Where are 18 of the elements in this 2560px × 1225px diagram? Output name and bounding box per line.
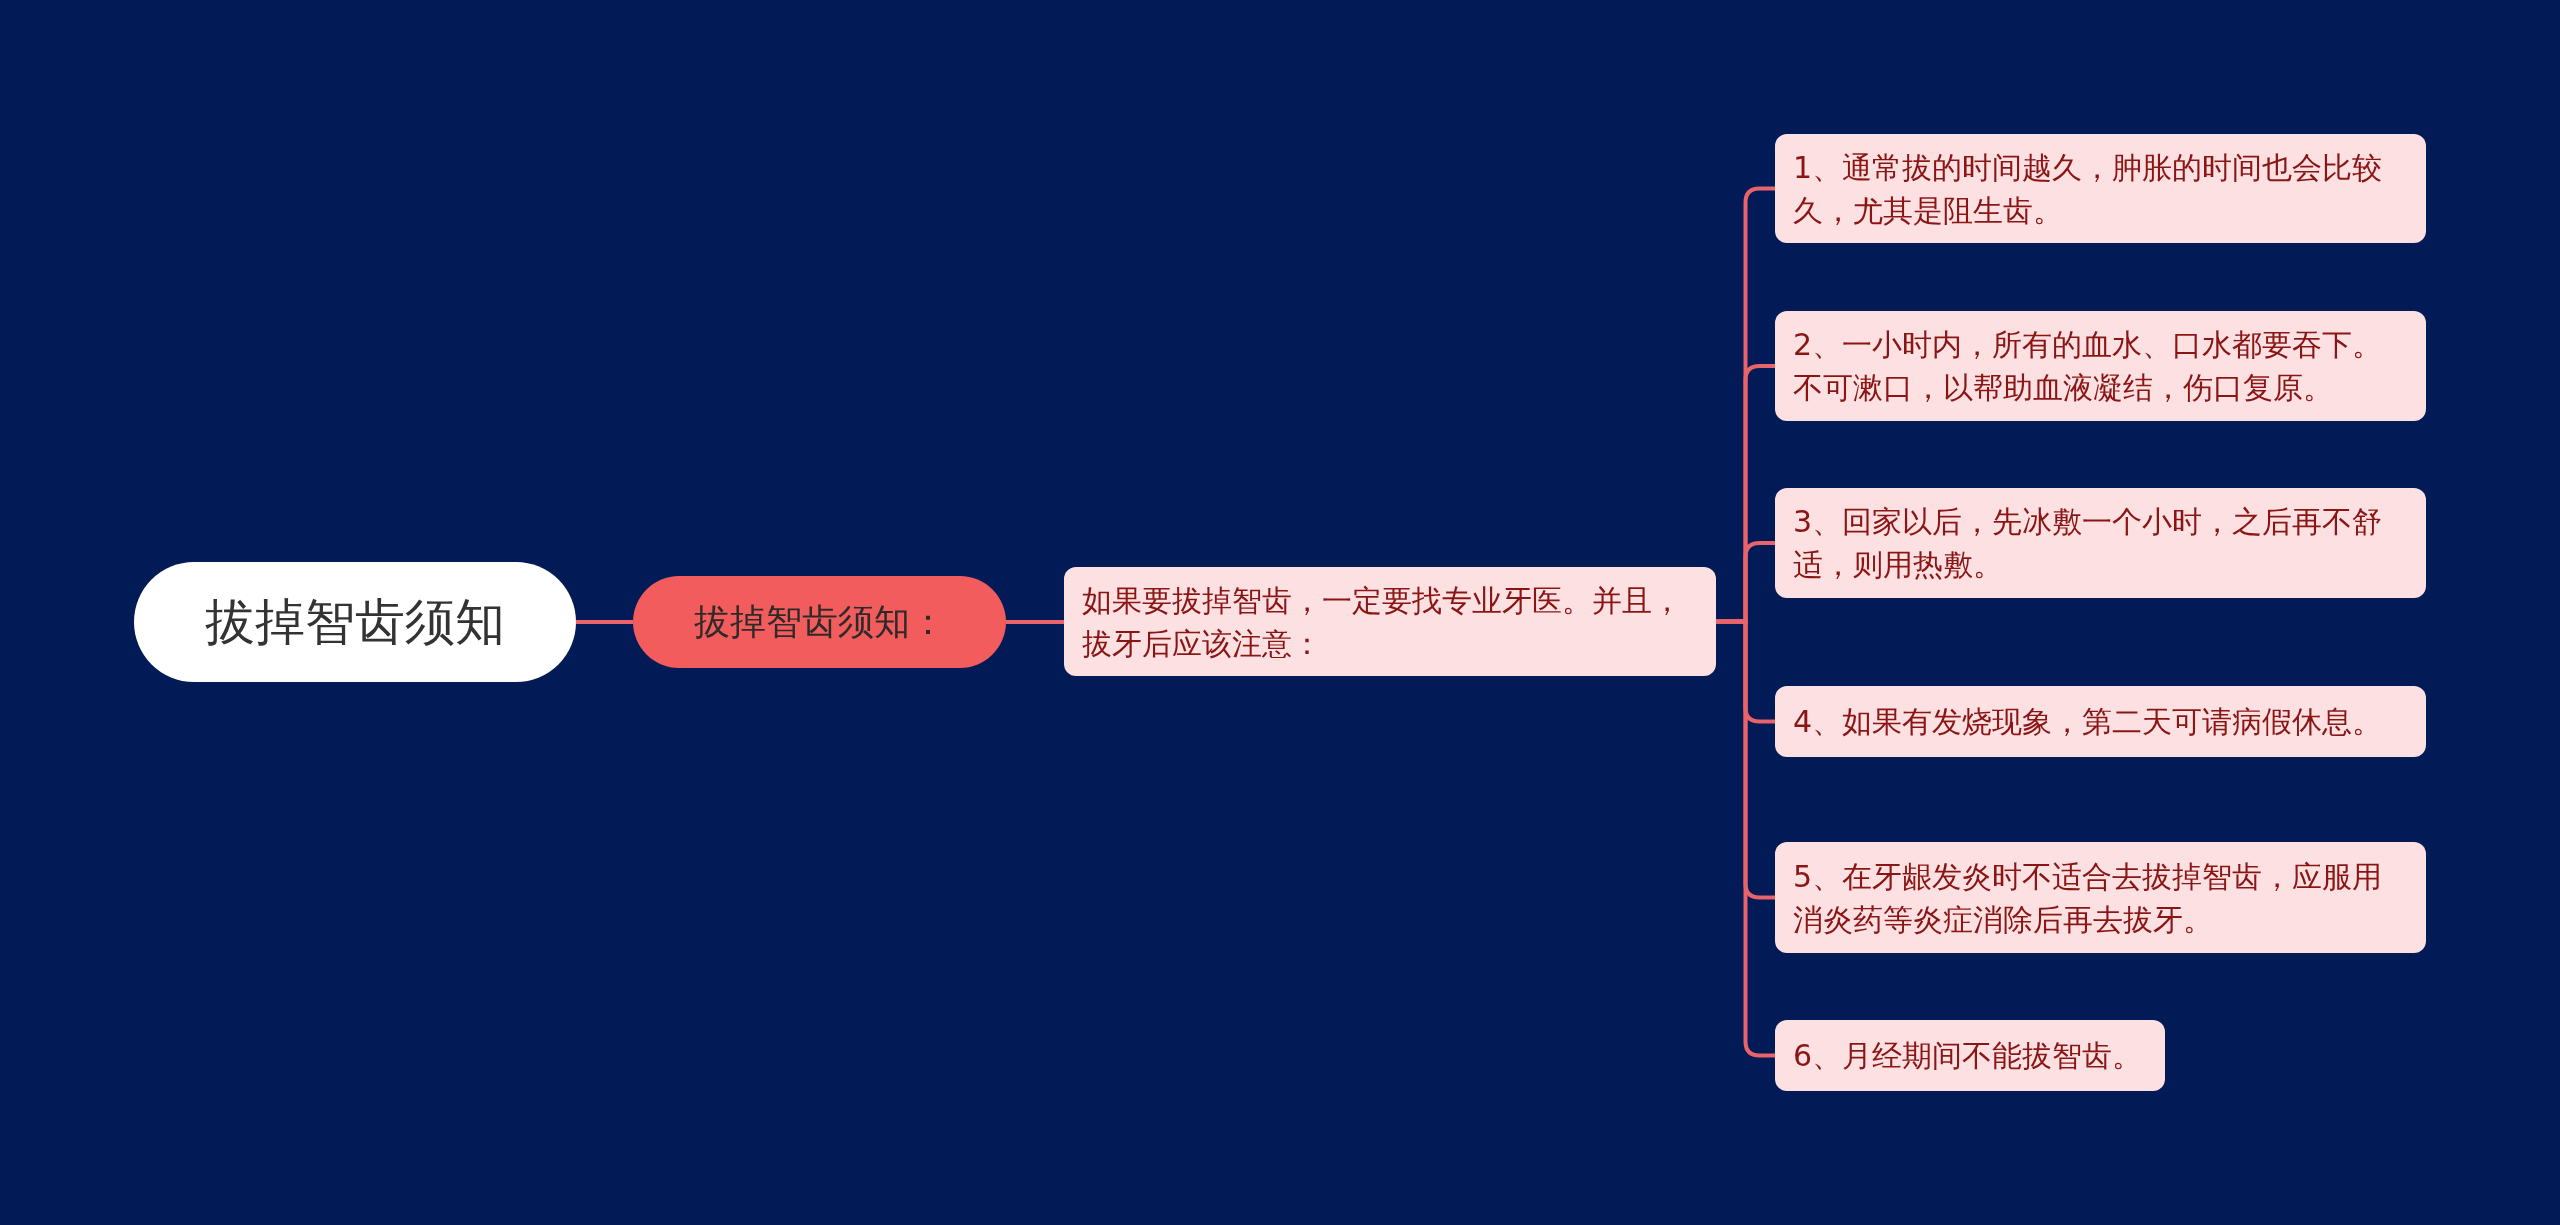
note-box — [1775, 488, 2426, 598]
topic-title: 拔掉智齿须知 — [205, 591, 505, 653]
connector-line — [576, 620, 633, 624]
note-text: 4、如果有发烧现象，第二天可请病假休息。 — [1793, 703, 2383, 741]
note-text: 5、在牙龈发炎时不适合去拔掉智齿，应服用消炎药等炎症消除后再去拔牙。 — [1793, 857, 2384, 939]
note-text: 2、一小时内，所有的血水、口水都要吞下。不可漱口，以帮助血液凝结，伤口复原。 — [1793, 326, 2384, 407]
connector-line — [1006, 620, 1064, 624]
note-box — [1775, 842, 2426, 953]
note-text: 3、回家以后，先冰敷一个小时，之后再不舒适，则用热敷。 — [1793, 503, 2384, 584]
note-box — [1775, 134, 2426, 243]
note-text: 如果要拔掉智齿，一定要找专业牙医。并且，拔牙后应该注意： — [1082, 581, 1683, 663]
note-box — [1775, 311, 2426, 421]
note-text: 6、月经期间不能拔智齿。 — [1793, 1037, 2143, 1075]
note-box — [1775, 1020, 2165, 1091]
subtopic-box — [1064, 567, 1716, 676]
topic-label: 拔掉智齿须知： — [693, 599, 946, 644]
note-text: 1、通常拔的时间越久，肿胀的时间也会比较久，尤其是阻生齿。 — [1793, 148, 2384, 230]
note-box — [1775, 686, 2426, 757]
